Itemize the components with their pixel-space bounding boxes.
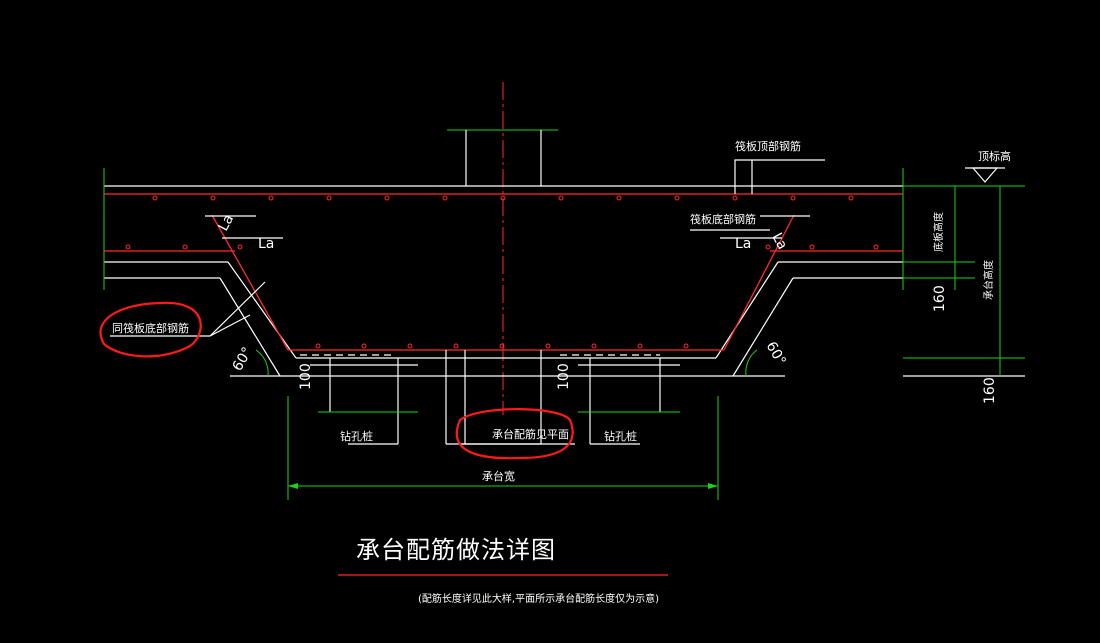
rebar-section-dot <box>125 244 131 250</box>
dim-160-upper: 160 <box>932 285 948 312</box>
dim-160-lower: 160 <box>982 377 998 404</box>
rebar-section-dot <box>732 195 738 201</box>
same-raft-bottom-rebar-label: 同筏板底部钢筋 <box>112 321 189 335</box>
rebar-section-dot <box>790 195 796 201</box>
note-leaders <box>110 159 825 445</box>
bottom-plate-height-label: 底板高度 <box>932 212 945 252</box>
dim-100-right: 100 <box>556 363 572 390</box>
rebar-section-dot <box>182 244 188 250</box>
rebar-section-dot <box>210 195 216 201</box>
bored-pile-right-label: 钻孔桩 <box>604 429 637 443</box>
raft-outline <box>103 168 904 377</box>
cap-rebar-see-plan-label: 承台配筋见平面 <box>492 427 569 441</box>
rebar-section-dot <box>616 195 622 201</box>
column-stub <box>447 129 558 186</box>
rebar-section-dot <box>453 343 459 349</box>
rebar-section-dot <box>152 195 158 201</box>
dim-100-left: 100 <box>298 363 314 390</box>
rebar-section-dot <box>499 343 505 349</box>
drawing-title: 承台配筋做法详图 <box>356 536 556 564</box>
raft-bottom-rebar-label: 筏板底部钢筋 <box>690 212 756 226</box>
la-leaders <box>205 215 810 239</box>
la-label-3: La <box>768 230 790 252</box>
rebar-section-dot <box>765 244 771 250</box>
rebar-section-dot <box>809 244 815 250</box>
angle-right-label: 60° <box>763 339 789 369</box>
rebar-section-dot <box>384 195 390 201</box>
top-elevation-label: 顶标高 <box>978 149 1011 163</box>
rebar-section-dot <box>674 195 680 201</box>
angle-marks <box>230 349 785 377</box>
rebar-section-dot <box>326 195 332 201</box>
rebar-section-dot <box>558 195 564 201</box>
rebar-section-dot <box>637 343 643 349</box>
raft-top-rebar-label: 筏板顶部钢筋 <box>735 139 801 153</box>
la-label-1: La <box>215 212 237 234</box>
rebar-section-dot <box>315 343 321 349</box>
pile-left <box>318 358 418 445</box>
cap-width-label: 承台宽 <box>482 469 515 483</box>
highlight-same-raft-bottom-rebar <box>99 301 202 358</box>
rebar-dots <box>125 195 879 349</box>
bored-pile-left-label: 钻孔桩 <box>340 429 373 443</box>
rebar-section-dot <box>683 343 689 349</box>
rebar-section-dot <box>545 343 551 349</box>
rebar-section-dot <box>591 343 597 349</box>
rebar-section-dot <box>442 195 448 201</box>
rebar-section-dot <box>500 195 506 201</box>
cap-height-label: 承台高度 <box>982 260 995 300</box>
drawing-subtitle: (配筋长度详见此大样,平面所示承台配筋长度仅为示意) <box>418 592 659 605</box>
rebar-section-dot <box>407 343 413 349</box>
rebar-section-dot <box>268 195 274 201</box>
la-label-2: La <box>258 236 274 252</box>
highlight-cap-rebar-see-plan <box>455 408 574 460</box>
rebar-section-dot <box>361 343 367 349</box>
cap-width-dimension <box>287 396 719 500</box>
rebar-section-dot <box>848 195 854 201</box>
angle-left-label: 60° <box>230 344 256 374</box>
pile-right <box>578 358 680 445</box>
rebar-section-dot <box>237 244 243 250</box>
elevation-dimensions <box>903 167 1025 377</box>
rebar-lines <box>104 193 903 351</box>
rebar-section-dot <box>873 244 879 250</box>
la-label-4: La <box>735 236 751 252</box>
